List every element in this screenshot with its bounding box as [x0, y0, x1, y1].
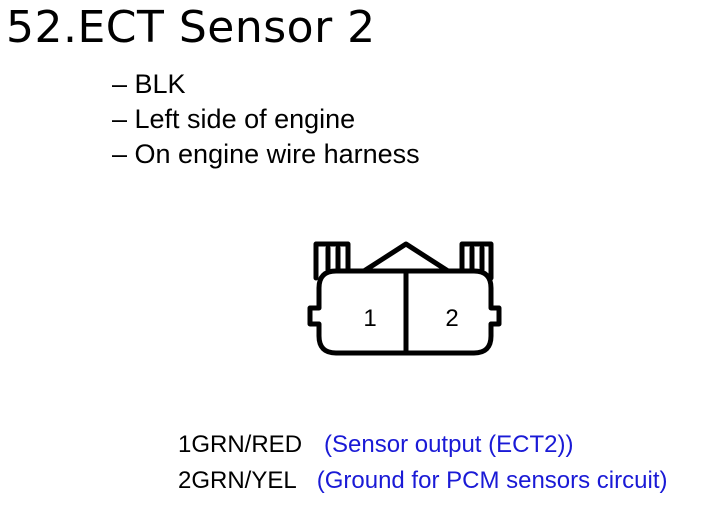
bullet-harness: – On engine wire harness: [112, 139, 420, 169]
pin-wire-id: 2GRN/YEL: [178, 467, 297, 494]
keying-triangle: [361, 241, 451, 274]
bullet-connector-color: – BLK: [112, 69, 186, 99]
pinout-row-2: 2GRN/YEL (Ground for PCM sensors circuit): [178, 466, 667, 496]
pin-description: (Sensor output (ECT2)): [324, 431, 574, 458]
pin-wire-id: 1GRN/RED: [178, 431, 303, 458]
slide-title: 52.ECT Sensor 2: [6, 2, 376, 53]
connector-diagram: 1 2: [307, 241, 502, 356]
bullet-location: – Left side of engine: [112, 104, 356, 134]
pinout-row-1: 1GRN/RED (Sensor output (ECT2)): [178, 430, 573, 460]
connector-body: [307, 268, 502, 356]
pin-label-2: 2: [445, 305, 458, 332]
left-latch: [313, 241, 351, 281]
pin-label-1: 1: [363, 305, 376, 332]
right-latch: [459, 241, 494, 281]
sensor-details-list: – BLK – Left side of engine – On engine …: [112, 67, 420, 172]
pin-description: (Ground for PCM sensors circuit): [316, 467, 668, 494]
